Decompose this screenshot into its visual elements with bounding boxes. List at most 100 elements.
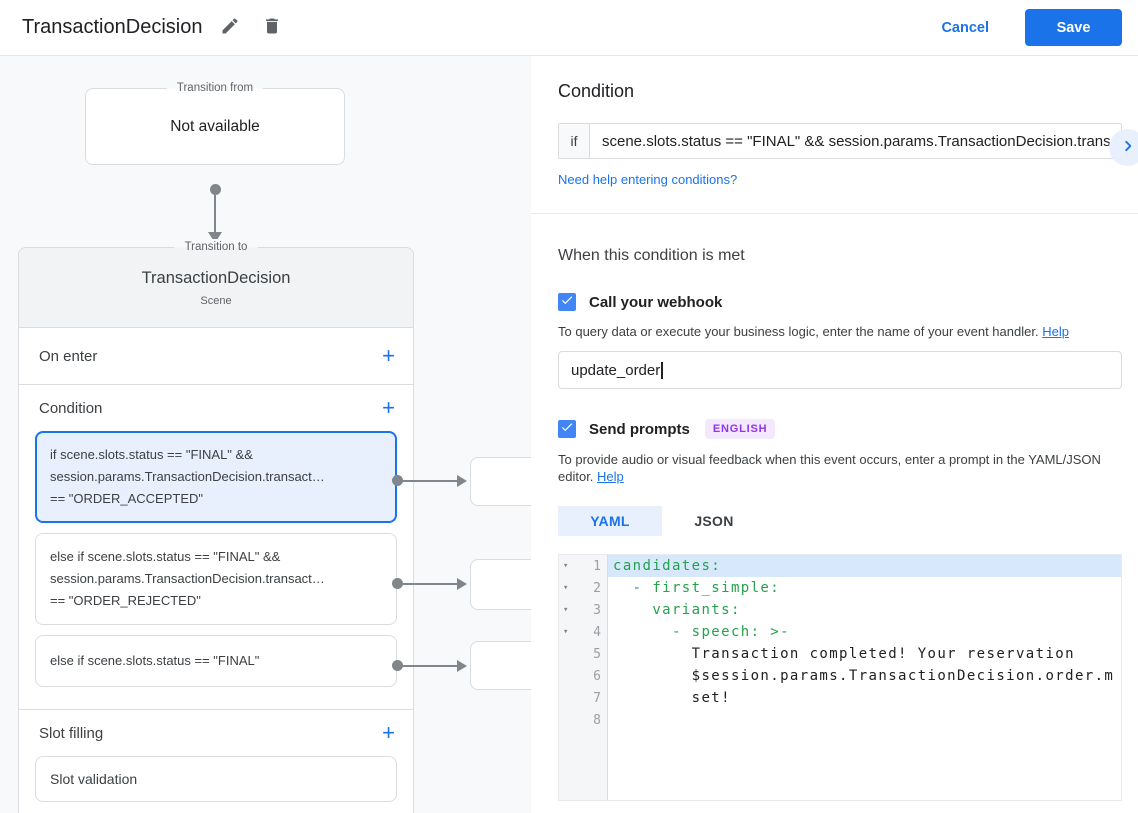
section-divider	[531, 213, 1138, 214]
condition-text: session.params.TransactionDecision.trans…	[50, 469, 325, 484]
webhook-help-link[interactable]: Help	[1042, 324, 1069, 339]
condition-text: if scene.slots.status == "FINAL" &&	[50, 447, 253, 462]
tab-yaml[interactable]: YAML	[558, 506, 662, 536]
fold-toggle-icon[interactable]: ▾	[563, 605, 569, 615]
event-handler-value: update_order	[571, 361, 661, 379]
conditions-help-link[interactable]: Need help entering conditions?	[558, 172, 738, 187]
slot-filling-section: Slot filling +	[19, 710, 413, 756]
code-line: set!	[613, 690, 731, 706]
connector-dot	[392, 475, 403, 486]
add-slot-button[interactable]: +	[382, 720, 395, 745]
line-number: 5	[593, 646, 601, 662]
slot-validation-label: Slot validation	[50, 771, 138, 787]
checkmark-icon	[560, 420, 574, 439]
editor-code-area[interactable]: candidates: - first_simple: variants: - …	[608, 555, 1121, 800]
code-line: $session.params.TransactionDecision.orde…	[613, 668, 1115, 684]
code-line	[608, 709, 1121, 731]
line-number: 2	[593, 580, 601, 596]
collapse-panel-button[interactable]	[1109, 129, 1138, 166]
edit-scene-button[interactable]	[216, 14, 244, 42]
scene-name: TransactionDecision	[141, 269, 291, 287]
arrow-right-icon	[457, 475, 467, 487]
save-button[interactable]: Save	[1025, 9, 1122, 46]
fold-toggle-icon[interactable]: ▾	[563, 627, 569, 637]
condition-card-rejected[interactable]: else if scene.slots.status == "FINAL" &&…	[35, 533, 397, 625]
arrow-down-icon	[208, 232, 222, 243]
condition-expression-row: if scene.slots.status == "FINAL" && sess…	[558, 123, 1122, 159]
when-condition-heading: When this condition is met	[558, 247, 745, 264]
line-number: 1	[593, 558, 601, 574]
delete-scene-button[interactable]	[258, 14, 286, 42]
prompts-help-link[interactable]: Help	[597, 469, 624, 484]
condition-expression-input[interactable]: scene.slots.status == "FINAL" && session…	[602, 132, 1111, 150]
transition-target-box[interactable]	[470, 457, 531, 506]
transition-target-box[interactable]	[470, 641, 531, 690]
call-webhook-label: Call your webhook	[589, 293, 723, 311]
panel-title: Condition	[558, 81, 635, 101]
transition-to-node: Transition to TransactionDecision Scene …	[18, 239, 414, 813]
scene-flow-canvas: Transition from Not available Transition…	[0, 56, 531, 813]
checkmark-icon	[560, 293, 574, 312]
text-cursor	[661, 361, 663, 379]
tab-json[interactable]: JSON	[694, 513, 734, 529]
editor-format-tabs: YAML JSON	[558, 506, 1122, 536]
scene-card-header[interactable]: TransactionDecision Scene	[19, 248, 413, 328]
prompts-description: To provide audio or visual feedback when…	[558, 451, 1122, 485]
slot-validation-card[interactable]: Slot validation	[35, 756, 397, 802]
arrow-right-icon	[457, 660, 467, 672]
line-number: 8	[593, 712, 601, 728]
transition-from-node[interactable]: Transition from Not available	[85, 80, 345, 165]
connector-line	[398, 480, 458, 482]
transition-from-label: Transition from	[166, 80, 264, 97]
condition-text: session.params.TransactionDecision.trans…	[50, 571, 325, 586]
fold-toggle-icon[interactable]: ▾	[563, 561, 569, 571]
code-line: candidates:	[608, 555, 1121, 577]
pencil-icon	[220, 16, 240, 39]
connector-dot	[210, 184, 221, 195]
add-on-enter-button[interactable]: +	[382, 343, 395, 368]
code-line: variants:	[613, 602, 741, 618]
condition-editor-panel: Condition if scene.slots.status == "FINA…	[531, 56, 1138, 813]
if-prefix-label: if	[559, 124, 590, 158]
cancel-button[interactable]: Cancel	[941, 19, 989, 36]
add-condition-button[interactable]: +	[382, 395, 395, 420]
arrow-right-icon	[457, 578, 467, 590]
condition-text: == "ORDER_REJECTED"	[50, 593, 201, 608]
condition-card-accepted[interactable]: if scene.slots.status == "FINAL" && sess…	[35, 431, 397, 523]
top-bar: TransactionDecision Cancel Save	[0, 0, 1138, 56]
page-title: TransactionDecision	[22, 16, 203, 38]
condition-section: Condition + if scene.slots.status == "FI…	[19, 385, 413, 710]
on-enter-section: On enter +	[19, 328, 413, 385]
send-prompts-label: Send prompts	[589, 420, 690, 438]
webhook-description-text: To query data or execute your business l…	[558, 324, 1039, 339]
transition-target-box[interactable]	[470, 559, 531, 610]
line-number: 6	[593, 668, 601, 684]
transition-to-label: Transition to	[174, 239, 258, 256]
language-badge: ENGLISH	[704, 419, 776, 439]
condition-text: == "ORDER_ACCEPTED"	[50, 491, 203, 506]
line-number: 7	[593, 690, 601, 706]
prompts-description-text: To provide audio or visual feedback when…	[558, 452, 1101, 484]
condition-card-final[interactable]: else if scene.slots.status == "FINAL"	[35, 635, 397, 687]
connector-line	[398, 583, 458, 585]
condition-section-label: Condition	[39, 399, 103, 417]
yaml-editor: ▾1 ▾2 ▾3 ▾4 5 6 7 8 candidates: - first_…	[558, 554, 1122, 801]
connector-dot	[392, 660, 403, 671]
fold-toggle-icon[interactable]: ▾	[563, 583, 569, 593]
connector-dot	[392, 578, 403, 589]
editor-gutter: ▾1 ▾2 ▾3 ▾4 5 6 7 8	[559, 555, 608, 800]
condition-text: else if scene.slots.status == "FINAL" &&	[50, 549, 281, 564]
code-line: - speech: >-	[613, 624, 790, 640]
slot-filling-label: Slot filling	[39, 724, 104, 742]
chevron-right-icon	[1117, 135, 1138, 160]
send-prompts-checkbox[interactable]	[558, 420, 576, 438]
event-handler-input[interactable]: update_order	[558, 351, 1122, 389]
webhook-description: To query data or execute your business l…	[558, 323, 1122, 340]
condition-text: else if scene.slots.status == "FINAL"	[50, 653, 260, 668]
transition-from-content: Not available	[170, 117, 260, 135]
call-webhook-checkbox[interactable]	[558, 293, 576, 311]
scene-type: Scene	[200, 295, 232, 307]
code-line: Transaction completed! Your reservation	[613, 646, 1075, 662]
connector-line	[398, 665, 458, 667]
line-number: 4	[593, 624, 601, 640]
